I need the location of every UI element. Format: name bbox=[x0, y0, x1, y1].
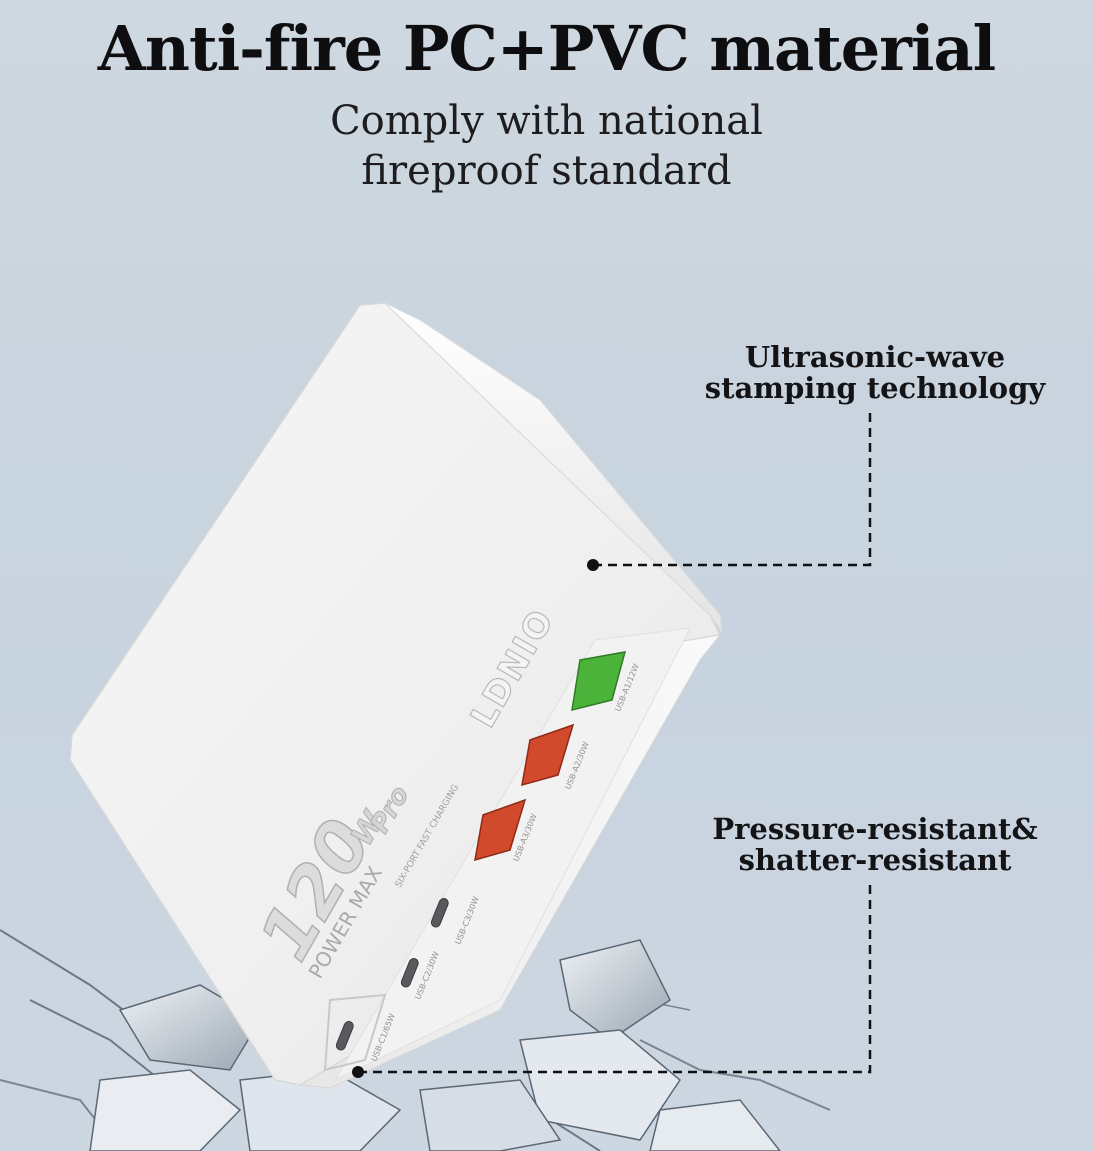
subtitle-line-2: fireproof standard bbox=[361, 148, 732, 194]
callout-pressure: Pressure-resistant& shatter-resistant bbox=[690, 814, 1060, 876]
callout-top-line-2: stamping technology bbox=[704, 371, 1046, 405]
callout-bottom-line-2: shatter-resistant bbox=[738, 843, 1012, 877]
subtitle-line-1: Comply with national bbox=[330, 98, 763, 144]
cracked-ground bbox=[0, 929, 831, 1151]
charger bbox=[69, 302, 723, 1089]
callout-ultrasonic: Ultrasonic-wave stamping technology bbox=[690, 342, 1060, 404]
page-title: Anti-fire PC+PVC material bbox=[97, 12, 996, 85]
callout-bottom-line-1: Pressure-resistant& bbox=[712, 812, 1038, 846]
leader-line-top bbox=[587, 408, 872, 571]
callout-top-line-1: Ultrasonic-wave bbox=[744, 340, 1006, 374]
leader-line-bottom bbox=[352, 880, 872, 1078]
